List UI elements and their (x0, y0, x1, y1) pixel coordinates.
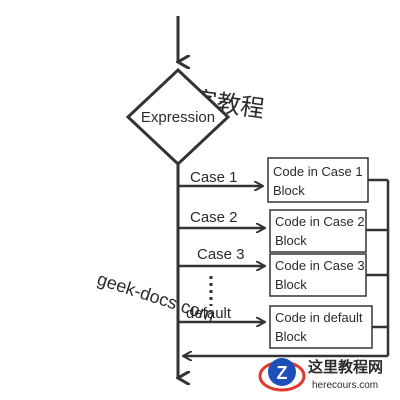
case-block-1-line2: Block (273, 183, 305, 198)
case-block-1-line1: Code in Case 1 (273, 164, 363, 179)
case-block-1 (267, 157, 369, 203)
case-branch-default: default Code in default Block (178, 305, 373, 349)
case-label-default: default (186, 305, 232, 322)
block-exit-lines (184, 178, 390, 356)
logo-badge (268, 358, 296, 386)
case-block-3 (269, 253, 367, 297)
case-label-3: Case 3 (197, 246, 245, 263)
case-branch-1: Case 1 Code in Case 1 Block (178, 157, 369, 203)
case-block-default-line1: Code in default (275, 310, 363, 325)
logo-letter: Z (277, 363, 288, 383)
logo-title: 这里教程网 (308, 358, 383, 376)
case-label-1: Case 1 (190, 169, 238, 186)
case-block-2-line2: Block (275, 233, 307, 248)
logo-url: herecours.com (312, 380, 378, 391)
case-branch-3: Case 3 Code in Case 3 Block (178, 246, 367, 297)
expression-label: Expression (141, 109, 215, 126)
case-block-3-line2: Block (275, 277, 307, 292)
case-block-2 (269, 209, 367, 253)
case-block-3-line1: Code in Case 3 (275, 258, 365, 273)
case-block-default-line2: Block (275, 329, 307, 344)
case-branch-2: Case 2 Code in Case 2 Block (178, 209, 367, 253)
case-label-2: Case 2 (190, 209, 238, 226)
site-logo: Z 这里教程网 herecours.com (258, 358, 383, 392)
case-block-2-line1: Code in Case 2 (275, 214, 365, 229)
